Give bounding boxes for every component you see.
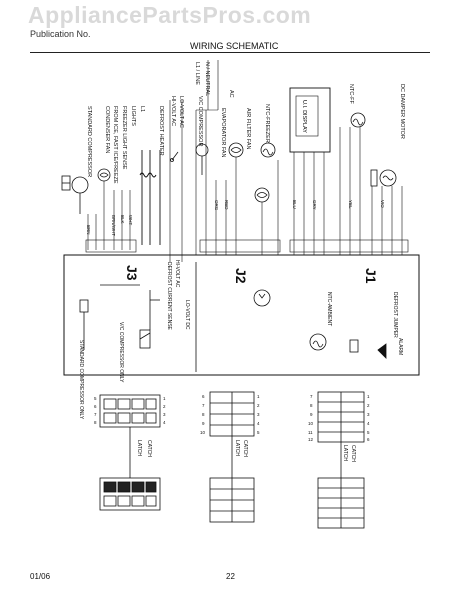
pin-m-1: 1 (257, 394, 260, 399)
control-board (63, 239, 420, 376)
watermark: AppliancePartsPros.com (28, 2, 312, 28)
label-l1: L1 (139, 106, 145, 112)
pin-m-8: 8 (202, 412, 205, 417)
latch-left: LATCH (136, 440, 142, 456)
label-std-comp: STANDARD COMPRESSOR (86, 106, 92, 177)
pin-l-8: 8 (94, 420, 97, 425)
pin-l-7: 7 (94, 412, 97, 417)
label-cond-fan: CONDENSER FAN (104, 106, 110, 153)
pin-l-6: 6 (94, 404, 97, 409)
label-alarm: ALARM (397, 338, 403, 355)
pin-m-9: 9 (202, 421, 205, 426)
board-components (79, 284, 387, 359)
pin-m-7: 7 (202, 403, 205, 408)
label-ac-top: AC (228, 90, 234, 98)
damper-motor-symbol (370, 169, 397, 187)
label-freezer-light-sense: FREEZER LIGHT SENSE (121, 106, 127, 170)
pin-l-2: 2 (163, 404, 166, 409)
label-damper-motor: DC DAMPER MOTOR (399, 84, 405, 139)
latch-right: LATCH (342, 445, 348, 461)
connector-left (99, 394, 161, 511)
air-filter-fan-symbol (254, 187, 270, 203)
ntc-freezer-symbol (260, 142, 276, 158)
wire-tag-7: BLU (292, 200, 297, 209)
header-rule (30, 52, 430, 53)
pin-r-10: 10 (308, 421, 314, 426)
label-n: N / NEUTRAL (204, 62, 210, 96)
pin-r-9: 9 (310, 412, 313, 417)
label-j3: J3 (124, 265, 140, 281)
pin-r-8: 8 (310, 403, 313, 408)
pin-r-5: 5 (367, 430, 370, 435)
pin-l-4: 4 (163, 420, 166, 425)
pin-m-4: 4 (257, 421, 260, 426)
wire-tag-8: GRY (312, 200, 317, 210)
pin-l-3: 3 (163, 412, 166, 417)
label-lo-volt-ac: LO-VOLT AC (178, 96, 184, 128)
label-hi-volt-ac-board: HI-VOLT AC (174, 260, 180, 288)
page-number: 22 (226, 572, 235, 581)
latch-mid: LATCH (234, 440, 240, 456)
catch-right: CATCH (350, 445, 356, 462)
standard-compressor-symbol (61, 175, 89, 214)
pin-r-11: 11 (308, 430, 313, 435)
pin-r-4: 4 (367, 421, 370, 426)
label-j1: J1 (363, 268, 379, 284)
catch-left: CATCH (146, 440, 152, 457)
pin-r-2: 2 (367, 403, 370, 408)
pin-l-5: 5 (94, 396, 97, 401)
connector-right (317, 391, 365, 529)
wire-tag-10: VIO (380, 200, 385, 208)
pin-m-2: 2 (257, 403, 260, 408)
label-ntc-ff: NTC-FF (348, 84, 354, 104)
publication-label: Publication No. (30, 29, 91, 39)
label-ll: L1 / LINE (194, 62, 200, 85)
pin-r-3: 3 (367, 412, 370, 417)
pin-r-1: 1 (367, 394, 370, 399)
wire-tag-1: BRN (86, 225, 91, 235)
catch-mid: CATCH (242, 440, 248, 457)
label-defrost-jumper: DEFROST JUMPER (392, 292, 398, 338)
label-lo-volt-dc: LO-VOLT DC (184, 300, 190, 330)
label-vc-comp: V/C COMPRESSOR (197, 96, 203, 146)
label-ntc-ambient: NTC-AMBIENT (326, 292, 332, 326)
label-defrost-current-sense: DEFROST CURRENT SENSE (166, 262, 172, 331)
wire-tag-3: BLK (120, 215, 125, 224)
pin-r-6: 6 (367, 437, 370, 442)
ui-display-label: U.I. DISPLAY (301, 100, 307, 133)
wire-tag-6: RED (224, 200, 229, 210)
pin-l-1: 1 (163, 396, 166, 401)
pin-m-6: 6 (202, 394, 205, 399)
label-hi-volt-ac: HI-VOLT AC (170, 96, 176, 126)
pin-r-12: 12 (308, 437, 314, 442)
label-defrost-heater: DEFROST HEATER (158, 106, 164, 156)
condenser-fan-symbol (97, 168, 111, 182)
pin-m-5: 5 (257, 430, 260, 435)
wire-tag-2: BRN/WHT (111, 215, 116, 236)
label-ice-sense: FROM ICE, FAST ICE/FREEZE (112, 106, 118, 184)
ntc-ff-symbol (350, 112, 366, 128)
wire-tag-5: ORG (214, 200, 219, 211)
defrost-heater-coil (139, 150, 161, 245)
pin-r-7: 7 (310, 394, 313, 399)
label-std-compressor-only: STANDARD COMPRESSOR ONLY (78, 340, 84, 420)
evaporator-fan-symbol (228, 142, 244, 158)
wire-tag-4: WHT (128, 215, 133, 225)
label-evap-fan: EVAPORATOR FAN (220, 108, 226, 158)
ui-display-box: U.I. DISPLAY (289, 87, 331, 153)
label-ntc-freezer: NTC-FREEZER (264, 104, 270, 143)
connector-mid (209, 391, 255, 523)
footer-date: 01/06 (30, 572, 51, 581)
defrost-thermostat (170, 151, 179, 162)
label-air-filter-fan: AIR FILTER FAN (245, 108, 251, 149)
label-lights: LIGHTS (130, 106, 136, 126)
pin-m-3: 3 (257, 412, 260, 417)
label-vc-compressor-only: V/C COMPRESSOR ONLY (118, 322, 124, 383)
wire-tag-9: YEL (348, 200, 353, 209)
label-j2: J2 (233, 268, 249, 284)
page-title: WIRING SCHEMATIC (190, 41, 279, 51)
pin-m-10: 10 (200, 430, 206, 435)
